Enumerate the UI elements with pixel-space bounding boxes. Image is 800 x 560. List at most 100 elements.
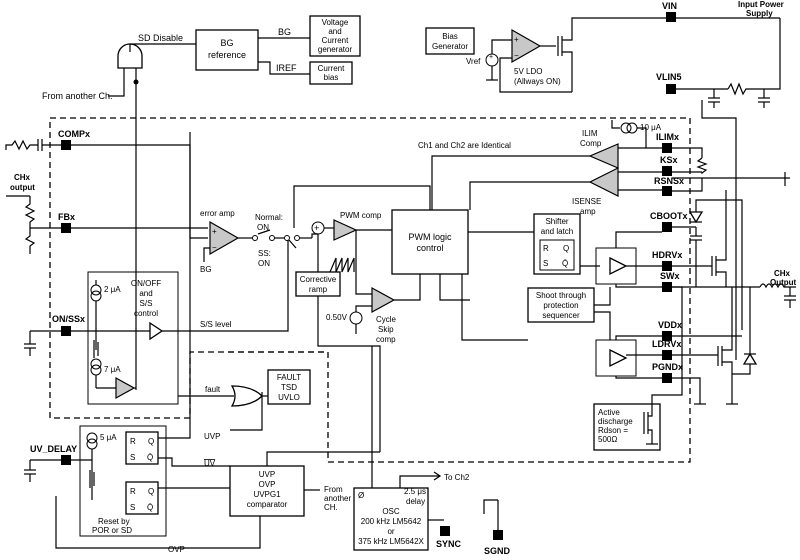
pwm-logic-line1: PWM logic — [408, 232, 452, 242]
shifter-s: S — [543, 259, 548, 268]
uv-latch-1 — [125, 431, 159, 465]
chx-output-left-1: CHx — [14, 173, 31, 182]
phi-label: Ø — [358, 491, 364, 500]
vcg-line3: Current — [322, 36, 349, 45]
pwm-comp-label: PWM comp — [340, 211, 382, 220]
uvp-line4: comparator — [247, 500, 288, 509]
pwm-logic-line2: control — [416, 243, 443, 253]
vcg-line1: Voltage — [322, 18, 349, 27]
cycle-skip-comparator — [371, 286, 396, 314]
bg-reference-block — [195, 29, 259, 71]
vin-pin-label: VIN — [662, 1, 677, 11]
onoff-line3: S/S — [140, 299, 153, 308]
i5ua-label: 5 μA — [100, 433, 117, 442]
pgnd-pin-label: PGNDx — [652, 362, 683, 372]
uv-delay-pin-label: UV_DELAY — [30, 444, 77, 454]
isense-amp — [588, 167, 619, 197]
ss-level-label: S/S level — [200, 320, 232, 329]
uv-bar-label: UV — [204, 459, 216, 468]
ss-on-2: ON — [258, 259, 270, 268]
delay-2: delay — [406, 497, 425, 506]
active-discharge-block — [593, 403, 661, 451]
onss-pin-label: ON/SSx — [52, 314, 85, 324]
ldo-line1: 5V LDO — [514, 67, 542, 76]
shifter-latch-block — [533, 213, 581, 275]
ks-pin-label: KSx — [660, 155, 678, 165]
chip-boundary — [49, 117, 691, 463]
shifter-r: R — [543, 244, 549, 253]
uv-delay-box — [79, 425, 167, 537]
ch-identical-label: Ch1 and Ch2 are Identical — [418, 141, 511, 150]
ldo-plus: + — [514, 35, 519, 44]
input-power-label2: Supply — [746, 9, 773, 18]
onoff-line1: ON/OFF — [131, 279, 161, 288]
from-another-ch2-1: From — [324, 485, 343, 494]
corr-ramp-line1: Corrective — [300, 275, 337, 284]
ilim-comparator — [588, 143, 619, 169]
cboot-pin-label: CBOOTx — [650, 211, 688, 221]
latch2-r: R — [130, 487, 136, 496]
fault-or-gate — [230, 385, 263, 407]
uvp-signal-label: UVP — [204, 432, 220, 441]
current-source-10ua — [620, 122, 632, 134]
onoff-control-box — [87, 271, 179, 405]
comp-pin-label: COMPx — [58, 129, 90, 139]
sum-plus: + — [314, 223, 319, 233]
rsns-pin-label: RSNSx — [654, 176, 684, 186]
ilim-comp-1: ILIM — [582, 129, 598, 138]
ea-plus: + — [212, 227, 217, 236]
latch2-qbar: Q̄ — [147, 503, 153, 512]
high-side-driver — [609, 256, 628, 276]
isense-1: ISENSE — [572, 197, 601, 206]
bias-generator-block — [425, 27, 475, 55]
from-another-ch2-2: another — [324, 494, 351, 503]
input-power-label1: Input Power — [738, 0, 784, 9]
fault-block — [267, 369, 311, 405]
ad-line4: 500Ω — [598, 435, 617, 444]
reset-by-1: Reset by — [98, 517, 130, 526]
sawtooth-icon — [329, 257, 355, 273]
osc-line3: or — [387, 527, 394, 536]
bg-small-label: BG — [200, 265, 212, 274]
current-bias-line2: bias — [324, 73, 339, 82]
ad-line2: discharge — [598, 417, 633, 426]
i10ua-label: 10 μA — [640, 123, 662, 132]
chx-output-left-2: output — [10, 183, 35, 192]
i2ua-label: 2 μA — [104, 285, 121, 294]
sd-disable-label: SD Disable — [138, 33, 183, 43]
fault-line2: TSD — [281, 383, 297, 392]
reset-by-2: POR or SD — [92, 526, 132, 535]
vcg-line4: generator — [318, 45, 353, 54]
corr-ramp-line2: ramp — [309, 285, 328, 294]
bias-gen-line1: Bias — [442, 32, 458, 41]
sync-pin-label: SYNC — [436, 539, 462, 549]
ovp-label: OVP — [168, 545, 185, 554]
shoot-line3: sequencer — [542, 311, 580, 320]
shoot-line1: Shoot through — [536, 291, 586, 300]
ldo-line2: (Allways ON) — [514, 77, 561, 86]
uvp-line3: UVPG1 — [253, 490, 281, 499]
delay-1: 2.5 μs — [404, 487, 426, 496]
to-ch2-label: To Ch2 — [444, 473, 470, 482]
onoff-line2: and — [139, 289, 152, 298]
uvp-comparator-block — [229, 465, 305, 517]
from-another-ch-label: From another Ch. — [42, 91, 113, 101]
bg-reference-line1: BG — [220, 38, 233, 48]
ldrv-pin-label: LDRVx — [652, 339, 681, 349]
cycle-skip-1: Cycle — [376, 315, 397, 324]
uv-latch-2 — [125, 481, 159, 515]
chx-output-right-2: Output — [770, 278, 797, 287]
v050-label: 0.50V — [326, 313, 348, 322]
ilim-comp-2: Comp — [580, 139, 602, 148]
ad-line3: Rdson = — [598, 426, 628, 435]
bg-label: BG — [278, 27, 291, 37]
current-bias-line1: Current — [318, 64, 345, 73]
latch1-r: R — [130, 437, 136, 446]
ss-buffer — [149, 321, 164, 341]
shifter-line2: and latch — [541, 227, 573, 236]
error-amp — [209, 220, 240, 256]
latch1-q: Q — [148, 437, 154, 446]
hdrv-pin-label: HDRVx — [652, 250, 682, 260]
latch2-q: Q — [148, 487, 154, 496]
